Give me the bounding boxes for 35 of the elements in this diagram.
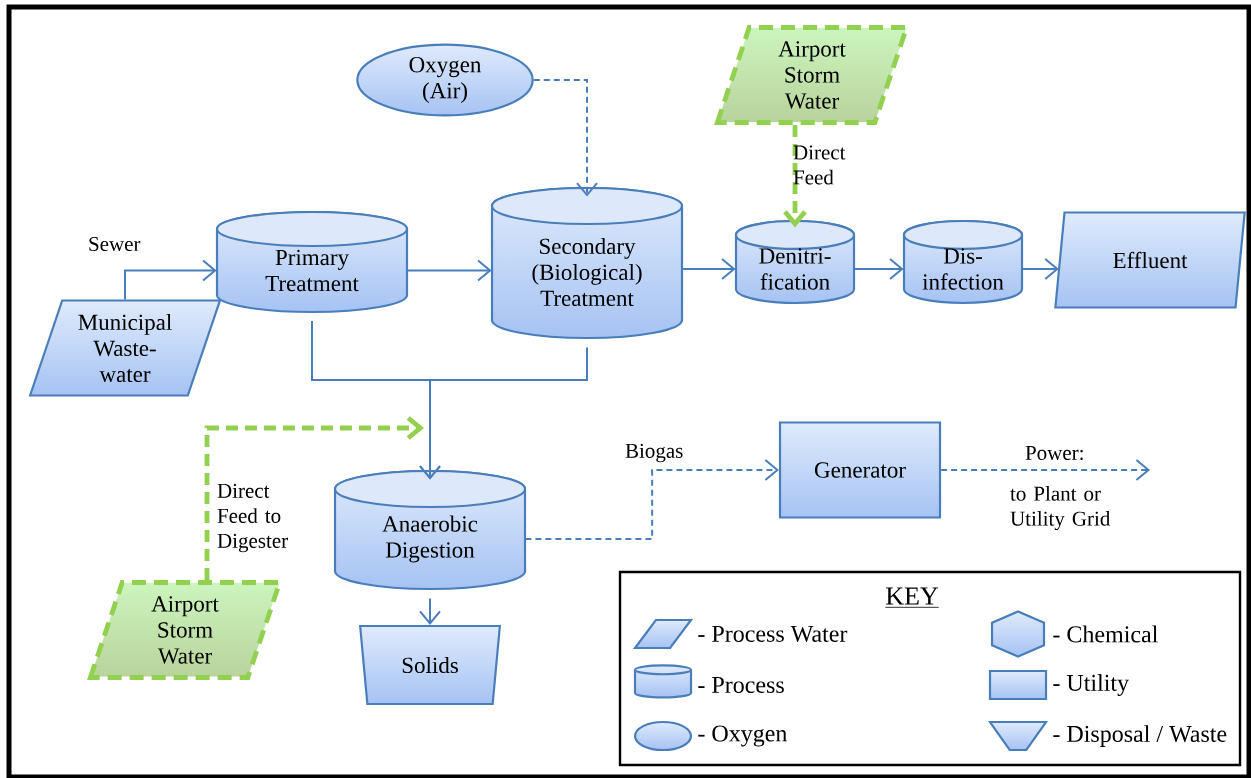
legend-text: - Chemical <box>1053 625 1158 643</box>
arrow <box>419 346 588 480</box>
legend-text: - Utility <box>1053 674 1129 696</box>
arrow <box>406 259 492 282</box>
arrow <box>853 258 904 280</box>
edge-label: Power: <box>1025 446 1083 460</box>
water-parallelogram: Airport Storm Water <box>87 580 283 680</box>
edge-label: Sewer <box>89 236 141 252</box>
process-cylinder: Denitri- fication <box>734 219 856 305</box>
edge-label: Direct Feed <box>793 145 846 185</box>
arrow <box>524 459 779 540</box>
legend-text: - Process <box>698 677 784 693</box>
legend-text: - Oxygen <box>698 725 787 747</box>
arrow <box>419 597 441 625</box>
arrow <box>940 459 1150 481</box>
arrow <box>1021 258 1059 280</box>
water-parallelogram: Airport Storm Water <box>714 25 910 125</box>
arrow <box>532 79 598 197</box>
key-title: KEY <box>884 587 940 608</box>
process-cylinder: Secondary (Biological) Treatment <box>490 186 684 340</box>
edge-label: Biogas <box>625 443 683 463</box>
process-cylinder: Anaerobic Digestion <box>333 469 527 591</box>
process-cylinder: Dis- infection <box>902 219 1024 305</box>
edge-label: Direct Feed to Digester <box>217 483 288 553</box>
legend-text: - Process Water <box>698 625 848 643</box>
legend-text: - Disposal / Waste <box>1053 725 1227 747</box>
water-parallelogram: Municipal Waste- water <box>28 299 222 397</box>
arrow <box>783 124 807 228</box>
arrow <box>124 259 217 301</box>
note-text: to Plant or Utility Grid <box>1010 485 1111 531</box>
water-parallelogram: Effluent <box>1054 211 1246 309</box>
arrow <box>204 416 424 581</box>
utility-box: Generator <box>778 421 942 519</box>
arrow <box>681 258 736 280</box>
process-cylinder: Primary Treatment <box>215 210 409 314</box>
